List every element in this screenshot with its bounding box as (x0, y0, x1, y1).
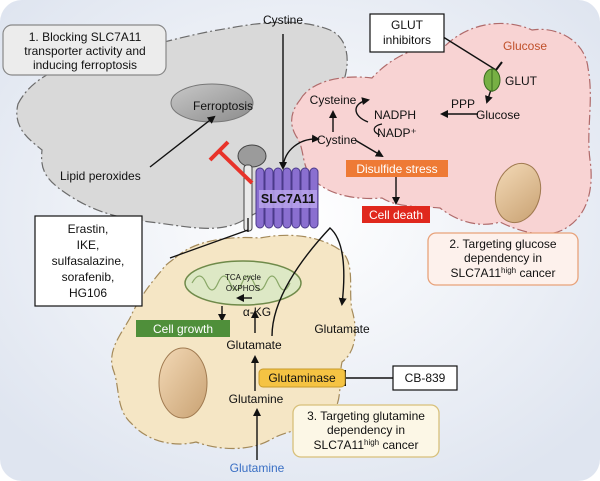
pathway-arrows (149, 34, 497, 460)
inhibitor-ike: IKE, (77, 238, 100, 252)
label-ferroptosis: Ferroptosis (193, 99, 253, 113)
arrow-glutamate-out (271, 227, 347, 337)
label-nadph: NADPH (374, 108, 416, 122)
cell-death-label: Cell death (369, 208, 423, 222)
glutaminase-label: Glutaminase (268, 371, 336, 385)
cell-growth-label: Cell growth (153, 322, 213, 336)
arrow-cystine-disulfide (354, 139, 384, 158)
label-glutamine-outside: Glutamine (230, 461, 285, 475)
label-cysteine: Cysteine (310, 93, 357, 107)
transporter-label: SLC7A11 (261, 192, 315, 206)
label-nadp-plus: NADP⁺ (377, 126, 417, 140)
disulfide-stress-box (346, 160, 448, 177)
label-alpha-kg: α-KG (243, 305, 271, 319)
disulfide-stress-label: Disulfide stress (356, 162, 437, 176)
strategy-3-line1: 3. Targeting glutamine (307, 409, 425, 423)
strategy-2-box (427, 232, 579, 286)
inhibitor-hg106: HG106 (69, 286, 107, 300)
inhibitors-list-box (34, 215, 143, 307)
strategy-3-line3: SLC7A11high cancer (314, 438, 419, 452)
erastin-inhibition (208, 140, 254, 185)
mitochondrion (184, 260, 302, 306)
label-cystine-top: Cystine (263, 13, 303, 27)
label-cystine-inside: Cystine (317, 133, 357, 147)
label-tca-cycle: TCA cycle (225, 273, 262, 282)
inhibitor-erastin: Erastin, (68, 222, 109, 236)
label-ppp: PPP (451, 97, 475, 111)
label-oxphos: OXPHOS (226, 284, 260, 293)
glut-inhibitors-line2: inhibitors (383, 33, 431, 47)
arrow-nadph-cycle (355, 97, 370, 123)
label-glucose-outside: Glucose (503, 39, 547, 53)
label-glucose-inside: Glucose (476, 108, 520, 122)
cell-death-box (362, 206, 430, 223)
inhibitor-sulfasalazine: sulfasalazine, (52, 254, 125, 268)
cb839-box (392, 365, 458, 391)
strategy-1-line1: 1. Blocking SLC7A11 (29, 30, 142, 44)
label-glut: GLUT (505, 74, 538, 88)
label-glutamate-out: Glutamate (314, 322, 370, 336)
strategy-2-line1: 2. Targeting glucose (449, 237, 557, 251)
label-glutamate-inside: Glutamate (226, 338, 282, 352)
strategy-3-line2: dependency in (327, 423, 405, 437)
strategy-1-line3: inducing ferroptosis (33, 58, 137, 72)
arc-nadp (373, 123, 383, 136)
strategy-2-line2: dependency in (464, 251, 542, 265)
arrow-lipid-ferroptosis (149, 115, 216, 168)
inhibitor-sorafenib: sorafenib, (62, 270, 115, 284)
strategy-1-box (2, 24, 167, 76)
strategy-3-box (292, 404, 440, 458)
glutaminase-box (258, 368, 346, 388)
nucleus-cream (158, 347, 208, 419)
strategy-2-line3: SLC7A11high cancer (451, 266, 556, 280)
glut-inhibitors-line1: GLUT (391, 18, 424, 32)
glut-transporter-icon (483, 68, 501, 92)
strategy-1-line2: transporter activity and (24, 44, 145, 58)
label-lipid-peroxides: Lipid peroxides (60, 169, 141, 183)
glut-inhibitor-line (439, 34, 497, 71)
cell-growth-box (136, 320, 230, 337)
label-glutamine-inside: Glutamine (229, 392, 284, 406)
glut-inhibitors-box (369, 13, 445, 53)
cb839-label: CB-839 (405, 371, 446, 385)
nucleus-pink (494, 162, 542, 224)
arrow-cystine-in (282, 134, 320, 169)
inhibitor-connector (169, 229, 249, 259)
